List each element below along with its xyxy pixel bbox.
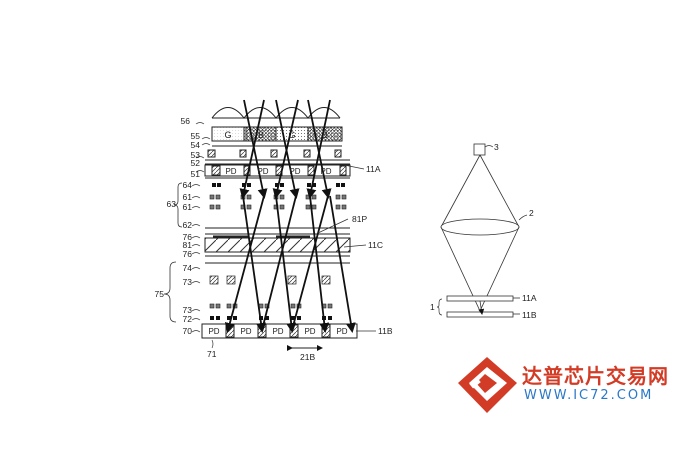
label-53: 53 — [191, 150, 201, 160]
label-76b: 76 — [183, 249, 193, 259]
label-74: 74 — [183, 263, 193, 273]
label-81P: 81P — [352, 214, 367, 224]
cross-section-diagram — [163, 99, 376, 351]
pd-labels-bottom: PD PD PD PD PD — [208, 327, 347, 336]
sensor-11B — [446, 311, 514, 318]
label-right-11B: 11B — [522, 310, 537, 320]
label-3: 3 — [494, 142, 499, 152]
wiring-squares-73 — [209, 275, 331, 285]
label-62: 62 — [183, 220, 193, 230]
filter-g-1: G — [224, 130, 231, 140]
pd-bottom-5: PD — [336, 327, 347, 336]
label-73a: 73 — [183, 277, 193, 287]
light-ray-arrows — [224, 99, 356, 333]
filter-g-2: G — [288, 130, 295, 140]
label-right-11A: 11A — [522, 293, 537, 303]
left-labels: 56 55 54 53 52 51 64 61 63 61 62 76 81 7… — [155, 116, 217, 359]
label-76a: 76 — [183, 232, 193, 242]
label-71: 71 — [207, 349, 217, 359]
label-61b: 61 — [183, 202, 193, 212]
pd-top-1: PD — [225, 167, 236, 176]
sensor-11A — [446, 295, 514, 302]
pd-bottom-4: PD — [304, 327, 315, 336]
lens-ellipse — [440, 218, 520, 236]
optical-system-diagram — [436, 143, 528, 318]
left-diagram-right-labels: 11A 81P 11C 11B 21B — [300, 164, 393, 362]
pd-top-2: PD — [257, 167, 268, 176]
label-11A: 11A — [366, 164, 381, 174]
label-56: 56 — [181, 116, 191, 126]
label-1: 1 — [430, 302, 435, 312]
light-source-box — [473, 143, 486, 156]
label-73b: 73 — [183, 305, 193, 315]
filter-b-1: B — [258, 130, 264, 140]
label-21B: 21B — [300, 352, 315, 362]
layer-81 — [204, 237, 351, 253]
label-81: 81 — [183, 240, 193, 250]
pd-top-3: PD — [289, 167, 300, 176]
label-52: 52 — [191, 158, 201, 168]
label-70: 70 — [183, 326, 193, 336]
label-11C: 11C — [368, 240, 383, 250]
photodiode-row-top — [204, 164, 351, 177]
microlens-array — [211, 107, 341, 119]
color-filter-letters: G B G B — [224, 130, 328, 140]
watermark-url: WWW.IC72.COM — [524, 388, 654, 403]
label-72: 72 — [183, 314, 193, 324]
label-75: 75 — [155, 289, 165, 299]
label-63: 63 — [167, 199, 177, 209]
pd-labels-top: PD PD PD PD — [225, 167, 331, 176]
wiring-squares-63 — [212, 183, 345, 187]
filter-b-2: B — [322, 130, 328, 140]
pd-bottom-2: PD — [240, 327, 251, 336]
label-54: 54 — [191, 140, 201, 150]
label-2: 2 — [529, 208, 534, 218]
right-labels: 3 2 1 11A 11B — [430, 142, 537, 320]
pd-top-4: PD — [320, 167, 331, 176]
pd-bottom-3: PD — [272, 327, 283, 336]
pd-bottom-1: PD — [208, 327, 219, 336]
label-61a: 61 — [183, 192, 193, 202]
label-51: 51 — [191, 169, 201, 179]
label-64: 64 — [183, 180, 193, 190]
watermark-logo-icon — [458, 357, 517, 413]
watermark-title: 达普芯片交易网 — [522, 364, 669, 388]
label-11B: 11B — [378, 326, 393, 336]
label-55: 55 — [191, 131, 201, 141]
